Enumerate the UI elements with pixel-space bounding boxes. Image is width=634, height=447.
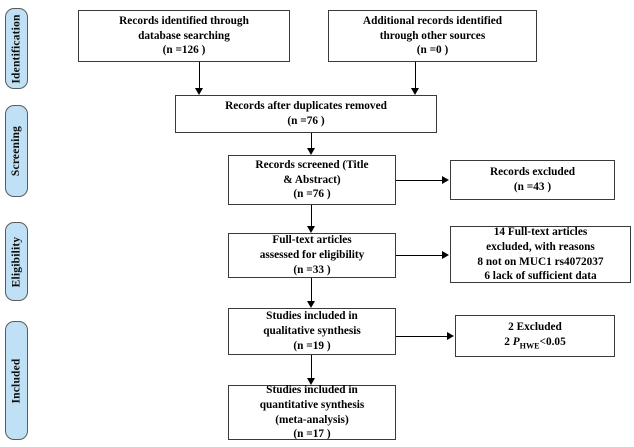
connector-additional-to-duplicates bbox=[415, 62, 416, 88]
box-records-identified: Records identified through database sear… bbox=[78, 10, 290, 62]
box-duplicates-removed-count: (n =76 ) bbox=[287, 115, 325, 127]
box-additional-records-line1: Additional records identified bbox=[362, 14, 503, 27]
arrowhead-additional-to-duplicates bbox=[410, 88, 419, 95]
box-quantitative-synthesis: Studies included in quantitative synthes… bbox=[228, 383, 396, 441]
box-fulltext-assessed-line2: assessed for eligibility bbox=[259, 249, 365, 262]
box-fulltext-excluded-reason2: 6 lack of sufficient data bbox=[484, 270, 597, 283]
box-records-screened-line2: & Abstract) bbox=[283, 173, 341, 186]
stage-label-eligibility: Eligibility bbox=[10, 236, 23, 287]
box-hwe-excluded: 2 Excluded 2 PHWE<0.05 bbox=[455, 315, 615, 357]
connector-fulltext-to-excluded bbox=[396, 255, 442, 256]
box-fulltext-assessed-line1: Full-text articles bbox=[272, 234, 352, 247]
box-fulltext-assessed-count: (n =33 ) bbox=[293, 263, 331, 276]
box-quantitative-synthesis-line2: quantitative synthesis bbox=[259, 398, 365, 411]
hwe-threshold: <0.05 bbox=[539, 335, 566, 348]
box-records-identified-line2: database searching bbox=[138, 29, 230, 42]
arrowhead-fulltext-to-qualitative bbox=[306, 301, 315, 308]
box-duplicates-removed: Records after duplicates removed (n =76 … bbox=[175, 95, 437, 133]
box-qualitative-synthesis-line2: qualitative synthesis bbox=[263, 325, 361, 338]
box-records-identified-line1: Records identified through bbox=[119, 14, 249, 27]
box-hwe-excluded-pvalue: 2 PHWE<0.05 bbox=[504, 335, 565, 352]
connector-duplicates-to-screened bbox=[311, 133, 312, 148]
connector-screened-to-excluded bbox=[396, 180, 442, 181]
connector-identified-to-duplicates bbox=[199, 62, 200, 88]
connector-fulltext-to-qualitative bbox=[311, 278, 312, 301]
box-records-identified-count: (n =126 ) bbox=[162, 44, 206, 57]
box-qualitative-synthesis: Studies included in qualitative synthesi… bbox=[228, 308, 396, 355]
box-fulltext-assessed: Full-text articles assessed for eligibil… bbox=[228, 233, 396, 278]
box-records-excluded-count: (n =43 ) bbox=[513, 181, 552, 193]
box-quantitative-synthesis-line3: (meta-analysis) bbox=[275, 413, 349, 426]
hwe-subscript: HWE bbox=[519, 341, 540, 351]
box-quantitative-synthesis-count: (n =17 ) bbox=[293, 428, 331, 441]
stage-label-screening: Screening bbox=[10, 125, 23, 177]
arrowhead-identified-to-duplicates bbox=[194, 88, 203, 95]
box-fulltext-excluded-line1: 14 Full-text articles bbox=[493, 225, 588, 238]
arrowhead-fulltext-to-excluded bbox=[442, 250, 449, 259]
stage-label-identification: Identification bbox=[10, 13, 23, 84]
arrowhead-screened-to-excluded bbox=[442, 175, 449, 184]
stage-pill-eligibility: Eligibility bbox=[5, 222, 28, 301]
stage-pill-screening: Screening bbox=[5, 105, 28, 197]
box-qualitative-synthesis-count: (n =19 ) bbox=[293, 339, 331, 352]
box-additional-records-count: (n =0 ) bbox=[416, 44, 449, 57]
stage-pill-identification: Identification bbox=[5, 8, 28, 89]
box-fulltext-excluded-reason1: 8 not on MUC1 rs4072037 bbox=[477, 255, 604, 268]
arrowhead-duplicates-to-screened bbox=[306, 148, 315, 155]
hwe-prefix: 2 bbox=[504, 335, 513, 348]
hwe-variable: P bbox=[512, 335, 520, 348]
box-duplicates-removed-line1: Records after duplicates removed bbox=[225, 100, 387, 113]
box-fulltext-excluded: 14 Full-text articles excluded, with rea… bbox=[450, 226, 631, 283]
box-fulltext-excluded-line2: excluded, with reasons bbox=[486, 240, 595, 253]
box-records-screened-count: (n =76 ) bbox=[293, 188, 331, 201]
arrowhead-screened-to-fulltext bbox=[306, 226, 315, 233]
box-qualitative-synthesis-line1: Studies included in bbox=[266, 310, 358, 323]
connector-screened-to-fulltext bbox=[311, 205, 312, 226]
box-quantitative-synthesis-line1: Studies included in bbox=[266, 383, 358, 396]
stage-pill-included: Included bbox=[5, 321, 28, 440]
box-hwe-excluded-line1: 2 Excluded bbox=[508, 321, 562, 334]
box-additional-records: Additional records identified through ot… bbox=[328, 10, 537, 62]
arrowhead-qualitative-to-quantitative bbox=[306, 378, 315, 385]
box-records-excluded: Records excluded (n =43 ) bbox=[450, 160, 615, 200]
connector-qualitative-to-hwe-excluded bbox=[396, 336, 447, 337]
stage-label-included: Included bbox=[10, 357, 23, 404]
box-records-screened: Records screened (Title & Abstract) (n =… bbox=[228, 155, 396, 205]
box-records-screened-line1: Records screened (Title bbox=[255, 158, 369, 171]
connector-qualitative-to-quantitative bbox=[311, 355, 312, 378]
box-additional-records-line2: through other sources bbox=[379, 29, 486, 42]
arrowhead-qualitative-to-hwe-excluded bbox=[447, 331, 454, 340]
box-records-excluded-line1: Records excluded bbox=[489, 166, 576, 179]
